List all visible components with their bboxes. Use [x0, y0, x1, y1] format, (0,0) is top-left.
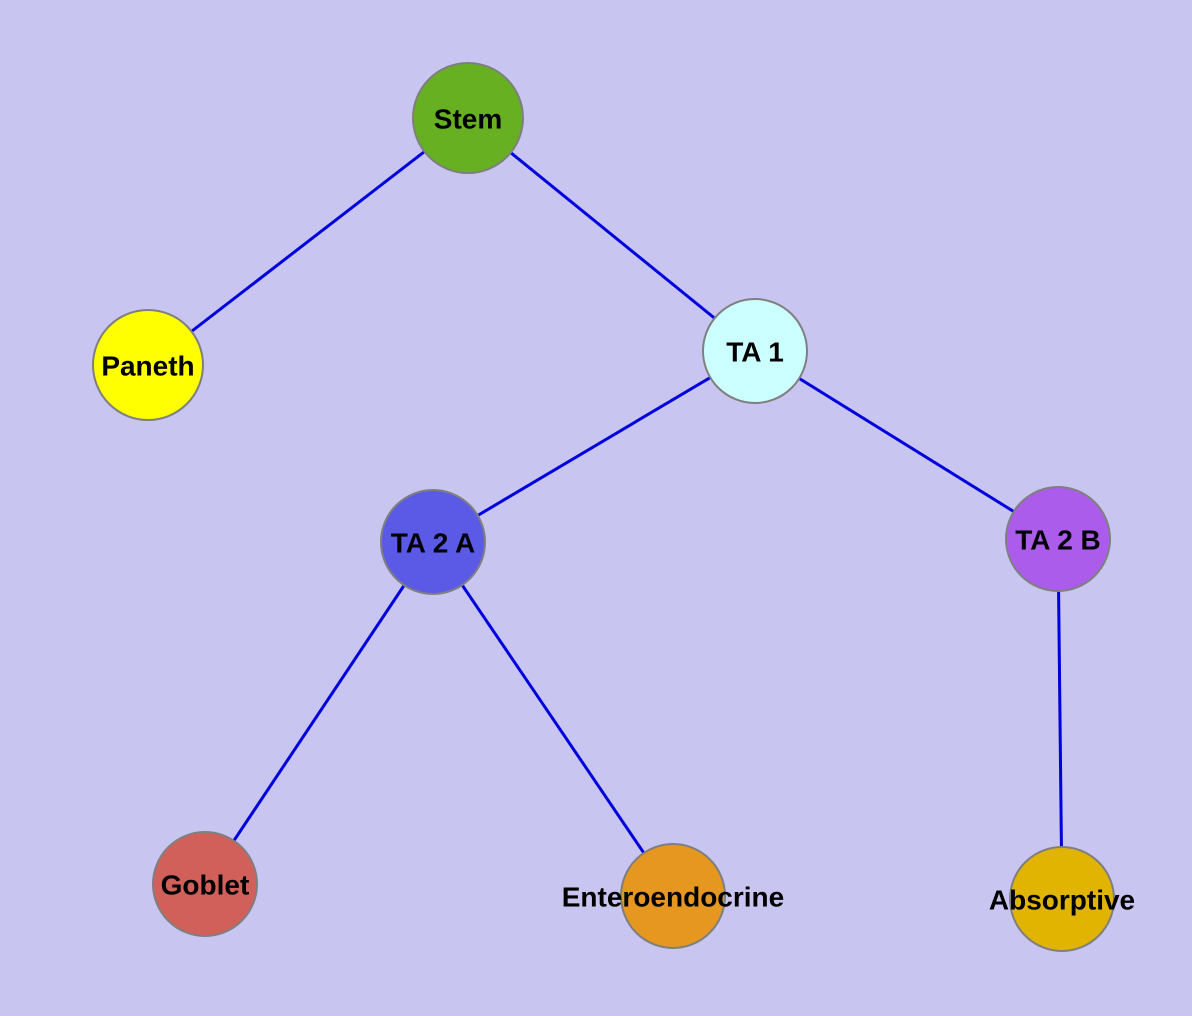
node-label-ta2b: TA 2 B	[1015, 525, 1101, 556]
node-paneth[interactable]: Paneth	[92, 309, 204, 421]
edge-ta2a-goblet	[203, 541, 435, 885]
node-circle-ta1[interactable]	[702, 298, 808, 404]
node-label-enteroendocrine: Enteroendocrine	[562, 882, 784, 913]
node-circle-ta2a[interactable]	[380, 489, 486, 595]
node-label-goblet: Goblet	[161, 870, 250, 901]
node-label-ta1: TA 1	[726, 337, 784, 368]
node-enteroendocrine[interactable]: Enteroendocrine	[562, 843, 784, 949]
node-circle-goblet[interactable]	[152, 831, 258, 937]
edge-stem-ta1	[467, 116, 756, 353]
edge-ta2b-absorptive	[1056, 538, 1064, 900]
node-label-stem: Stem	[434, 104, 502, 135]
node-circle-paneth[interactable]	[92, 309, 204, 421]
node-ta2a[interactable]: TA 2 A	[380, 489, 486, 595]
node-circle-ta2b[interactable]	[1005, 486, 1111, 592]
node-stem[interactable]: Stem	[412, 62, 524, 174]
node-circle-absorptive[interactable]	[1009, 846, 1115, 952]
edge-ta1-ta2b	[754, 349, 1059, 541]
node-label-absorptive: Absorptive	[989, 885, 1135, 916]
edge-ta1-ta2a	[432, 349, 756, 544]
node-circle-stem[interactable]	[412, 62, 524, 174]
node-label-paneth: Paneth	[101, 351, 194, 382]
edge-stem-paneth	[147, 116, 469, 367]
node-absorptive[interactable]: Absorptive	[989, 846, 1135, 952]
node-circle-enteroendocrine[interactable]	[620, 843, 726, 949]
node-goblet[interactable]: Goblet	[152, 831, 258, 937]
node-label-ta2a: TA 2 A	[391, 528, 476, 559]
node-ta2b[interactable]: TA 2 B	[1005, 486, 1111, 592]
node-ta1[interactable]: TA 1	[702, 298, 808, 404]
edge-ta2a-enteroendocrine	[431, 541, 675, 897]
